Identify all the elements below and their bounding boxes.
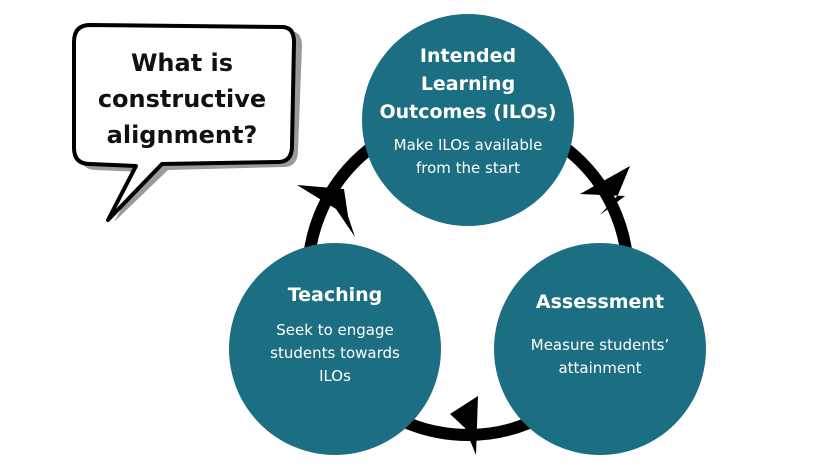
speech-bubble-text: What is constructive alignment? [82, 45, 282, 153]
node-title: Intended Learning Outcomes (ILOs) [379, 42, 556, 126]
desc-line: Make ILOs available [393, 136, 543, 154]
title-line: Assessment [535, 291, 665, 313]
arrowhead-icon [297, 185, 355, 237]
desc-line: attainment [558, 359, 642, 377]
desc-line: from the start [415, 159, 520, 177]
node-intended-learning-outcomes: Intended Learning Outcomes (ILOs) Make I… [362, 14, 574, 226]
desc-line: Seek to engage [276, 320, 394, 339]
title-line: Intended [419, 45, 517, 67]
desc-line: students towards [270, 343, 400, 362]
bubble-line: What is [130, 49, 234, 77]
title-line: Learning [420, 73, 516, 95]
desc-line: Measure students’ [530, 336, 670, 354]
arrowhead-icon [580, 166, 630, 215]
node-description: Measure students’ attainment [531, 334, 669, 380]
arrowhead-icon [450, 396, 478, 455]
node-description: Seek to engage students towards ILOs [270, 319, 400, 388]
title-line: Teaching [287, 283, 383, 306]
node-description: Make ILOs available from the start [379, 134, 556, 180]
title-line: Outcomes (ILOs) [379, 101, 557, 123]
bubble-line: alignment? [106, 121, 258, 149]
bubble-line: constructive [97, 85, 267, 113]
speech-bubble [72, 23, 296, 222]
node-title: Assessment [531, 288, 669, 316]
node-teaching: Teaching Seek to engage students towards… [229, 243, 441, 455]
desc-line: ILOs [319, 366, 351, 385]
node-assessment: Assessment Measure students’ attainment [494, 243, 706, 455]
node-title: Teaching [270, 281, 400, 309]
